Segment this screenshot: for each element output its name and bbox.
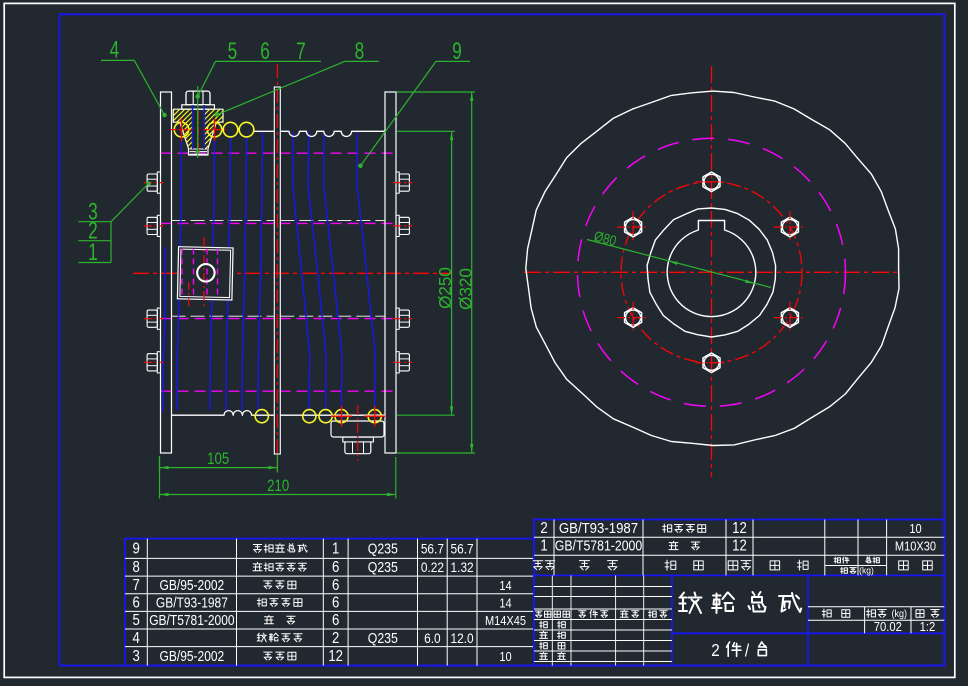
svg-text:1: 1 [540, 538, 547, 555]
svg-text:Ø320: Ø320 [455, 268, 476, 310]
svg-text:3: 3 [133, 648, 140, 665]
svg-text:56.7: 56.7 [451, 541, 474, 557]
svg-text:12: 12 [328, 648, 343, 665]
svg-text:2: 2 [88, 218, 98, 244]
svg-text:6.0: 6.0 [424, 630, 441, 646]
svg-text:Ø80: Ø80 [592, 228, 618, 249]
svg-text:6: 6 [332, 577, 339, 594]
svg-text:14: 14 [499, 596, 512, 611]
svg-text:5: 5 [228, 39, 238, 65]
svg-text:0.22: 0.22 [421, 559, 444, 575]
svg-text:3: 3 [88, 199, 98, 225]
svg-text:56.7: 56.7 [421, 541, 444, 557]
svg-text:6: 6 [332, 612, 339, 629]
svg-text:4: 4 [133, 630, 140, 647]
svg-text:Ø250: Ø250 [435, 267, 456, 309]
svg-text:7: 7 [296, 39, 306, 65]
svg-text:2: 2 [540, 520, 547, 537]
svg-text:4: 4 [110, 37, 120, 63]
svg-text:GB/95-2002: GB/95-2002 [160, 577, 225, 594]
svg-text:9: 9 [133, 541, 140, 558]
svg-text:GB/T5781-2000: GB/T5781-2000 [555, 537, 643, 553]
svg-text:/: / [745, 640, 750, 660]
svg-text:GB/T93-1987: GB/T93-1987 [559, 519, 638, 536]
svg-text:10: 10 [909, 521, 922, 536]
svg-text:1:2: 1:2 [920, 619, 936, 634]
svg-text:2: 2 [332, 630, 339, 647]
svg-text:(kg): (kg) [892, 609, 907, 621]
svg-text:70.02: 70.02 [874, 619, 902, 634]
svg-text:8: 8 [355, 39, 365, 65]
svg-text:5: 5 [133, 612, 140, 629]
svg-text:GB/T93-1987: GB/T93-1987 [156, 594, 228, 611]
svg-text:9: 9 [452, 39, 462, 65]
svg-text:1: 1 [88, 239, 98, 265]
svg-text:Q235: Q235 [368, 630, 398, 646]
svg-text:6: 6 [260, 39, 270, 65]
svg-text:210: 210 [267, 477, 289, 496]
svg-text:GB/T5781-2000: GB/T5781-2000 [149, 612, 235, 629]
svg-text:12: 12 [732, 520, 747, 537]
svg-text:6: 6 [133, 595, 140, 612]
svg-text:14: 14 [499, 578, 512, 593]
svg-text:7: 7 [133, 577, 140, 594]
svg-text:GB/95-2002: GB/95-2002 [160, 648, 225, 665]
svg-text:105: 105 [207, 450, 229, 469]
svg-text:(kg): (kg) [859, 565, 874, 576]
svg-text:12: 12 [732, 538, 747, 555]
svg-text:1: 1 [332, 541, 339, 558]
svg-text:Q235: Q235 [368, 541, 398, 557]
svg-text:Q235: Q235 [368, 559, 398, 575]
svg-text:6: 6 [332, 595, 339, 612]
svg-text:6: 6 [332, 559, 339, 576]
svg-text:M10X30: M10X30 [895, 539, 936, 554]
svg-text:10: 10 [499, 649, 512, 664]
svg-text:2: 2 [711, 640, 720, 660]
svg-text:1.32: 1.32 [451, 559, 474, 575]
svg-text:M14X45: M14X45 [485, 613, 526, 628]
svg-text:12.0: 12.0 [451, 630, 474, 646]
svg-text:8: 8 [133, 559, 140, 576]
